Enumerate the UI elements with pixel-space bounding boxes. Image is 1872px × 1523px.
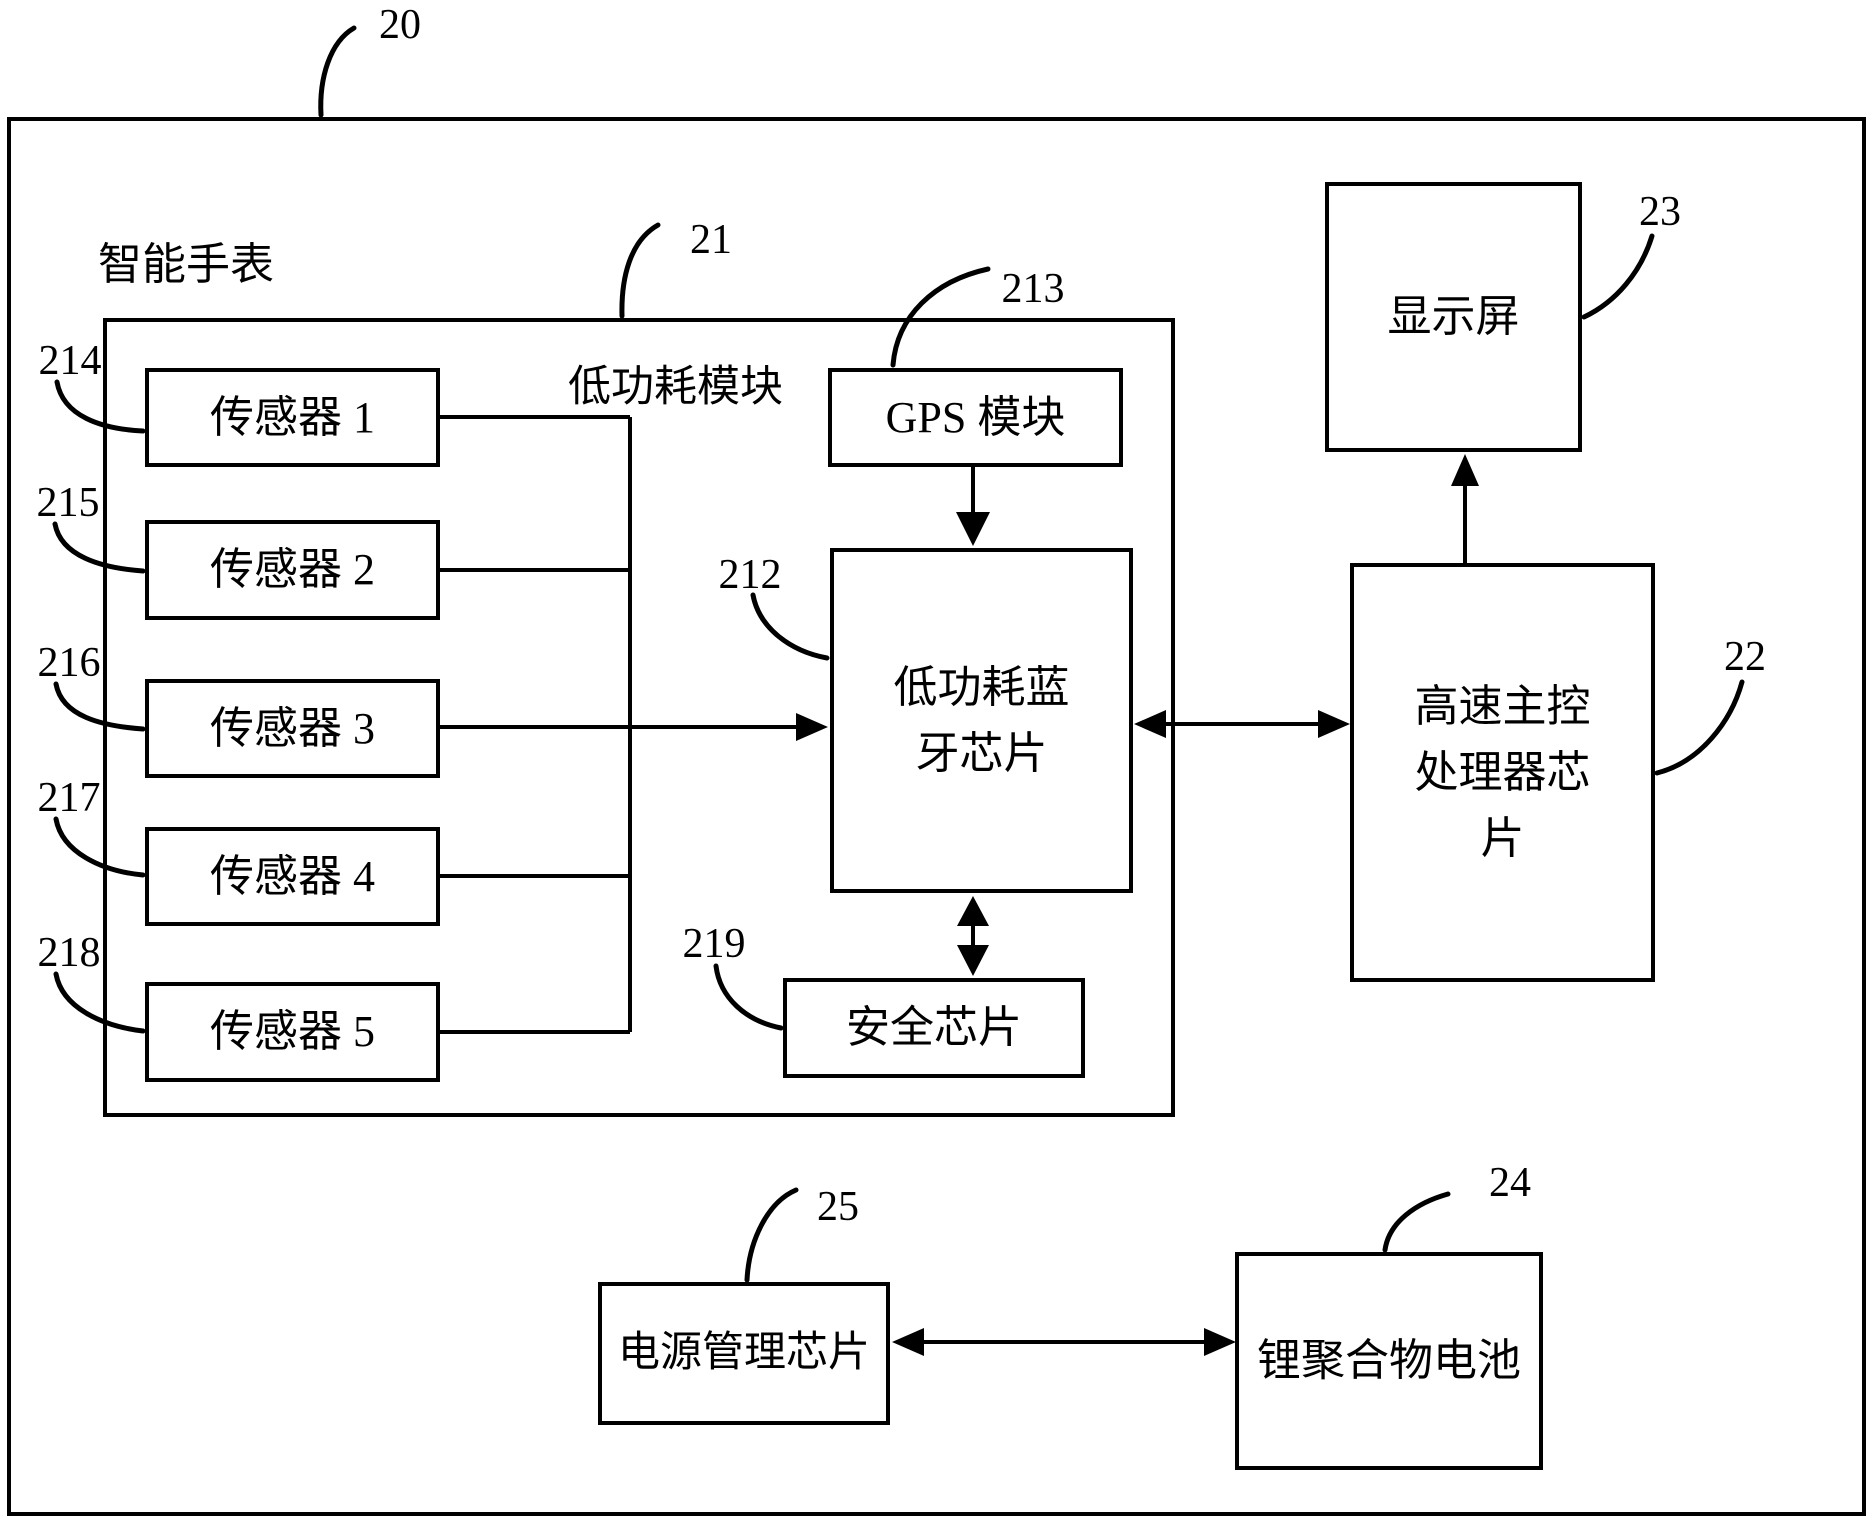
bluetooth-chip-label-line2: 牙芯片 [915, 728, 1048, 778]
processor-chip-label-line3: 片 [1480, 813, 1525, 863]
gps-module-box: GPS 模块 [828, 368, 1123, 467]
sensor2-box: 传感器 2 [145, 520, 440, 620]
bluetooth-chip-box: 低功耗蓝 牙芯片 [830, 548, 1133, 893]
low-power-module-title: 低功耗模块 [568, 364, 783, 411]
sensor4-label: 传感器 4 [210, 851, 375, 901]
ref-23-label: 23 [1639, 189, 1681, 235]
processor-chip-box: 高速主控 处理器芯 片 [1350, 563, 1655, 982]
ref-213-label: 213 [1001, 266, 1065, 312]
ref-217-label: 217 [37, 775, 101, 821]
sensor4-box: 传感器 4 [145, 827, 440, 926]
ref-218-label: 218 [37, 930, 101, 976]
sensor3-label: 传感器 3 [210, 703, 375, 753]
processor-chip-label-line2: 处理器芯 [1414, 747, 1591, 797]
bluetooth-chip-label-line1: 低功耗蓝 [893, 662, 1070, 712]
ref-20-label: 20 [379, 2, 421, 48]
security-chip-box: 安全芯片 [783, 978, 1085, 1078]
processor-chip-label-line1: 高速主控 [1414, 681, 1591, 731]
power-management-chip-box: 电源管理芯片 [598, 1282, 890, 1425]
sensor5-box: 传感器 5 [145, 982, 440, 1082]
power-management-chip-label: 电源管理芯片 [617, 1330, 870, 1377]
ref-24-label: 24 [1489, 1160, 1531, 1206]
ref-21-label: 21 [690, 217, 732, 263]
ref-212-label: 212 [718, 552, 782, 598]
gps-module-label: GPS 模块 [885, 392, 1066, 442]
ref-25-label: 25 [817, 1184, 859, 1230]
sensor2-label: 传感器 2 [210, 545, 375, 595]
sensor5-label: 传感器 5 [210, 1007, 375, 1057]
display-screen-box: 显示屏 [1325, 182, 1582, 452]
ref-22-label: 22 [1724, 634, 1766, 680]
battery-label: 锂聚合物电池 [1257, 1336, 1521, 1386]
sensor3-box: 传感器 3 [145, 679, 440, 778]
ref-215-label: 215 [36, 480, 100, 526]
smartwatch-outer-box [7, 117, 1866, 1516]
ref-216-label: 216 [37, 640, 101, 686]
ref-219-label: 219 [682, 921, 746, 967]
sensor1-label: 传感器 1 [210, 392, 375, 442]
display-screen-label: 显示屏 [1387, 292, 1520, 342]
smartwatch-title: 智能手表 [98, 240, 274, 289]
ref-214-label: 214 [38, 338, 102, 384]
battery-box: 锂聚合物电池 [1235, 1252, 1543, 1470]
sensor1-box: 传感器 1 [145, 368, 440, 467]
security-chip-label: 安全芯片 [846, 1003, 1022, 1053]
ref-20-leader [318, 25, 357, 118]
